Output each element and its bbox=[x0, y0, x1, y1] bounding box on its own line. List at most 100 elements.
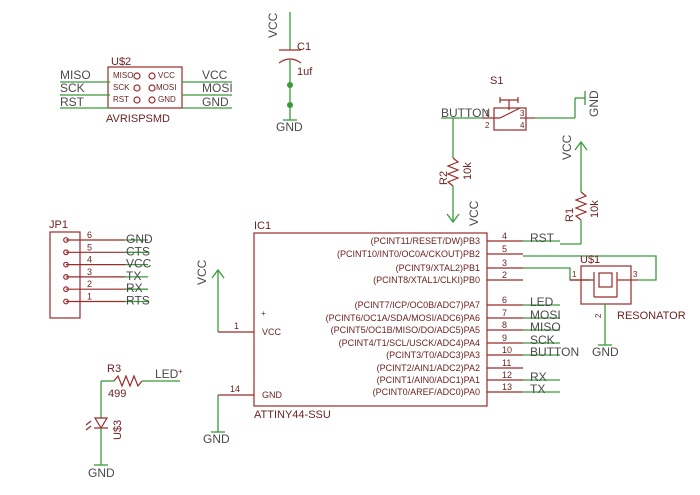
jp1-pin-2: 2 bbox=[87, 279, 92, 289]
resistor-r3: R3 499 LED + bbox=[101, 363, 183, 400]
ic1-pin-3-name: (PCINT9/XTAL2)PB1 bbox=[396, 263, 480, 273]
r3-net-label: LED bbox=[155, 367, 179, 381]
u1-part: RESONATOR bbox=[617, 310, 686, 322]
jp1-pin-4: 4 bbox=[87, 255, 92, 265]
ic1-pin-2-num: 2 bbox=[502, 270, 507, 280]
jp1-net-2: VCC bbox=[126, 257, 152, 271]
ic1-vcc-label: VCC bbox=[195, 259, 209, 285]
ic1-pin-11-num: 11 bbox=[502, 358, 511, 368]
r1-vcc-label: VCC bbox=[560, 134, 574, 160]
ic1-pin-7-name: (PCINT6/OC1A/SDA/MOSI/ADC6)PA6 bbox=[326, 313, 480, 323]
ic1-net-4: RST bbox=[530, 231, 555, 245]
ic1-net-7: MOSI bbox=[530, 308, 561, 322]
isp-pin-gnd: GND bbox=[158, 95, 176, 104]
jp1-net-3: TX bbox=[126, 269, 141, 283]
u1-name: U$1 bbox=[580, 254, 600, 266]
s1-pin1: 1 bbox=[485, 109, 490, 118]
jp1-pin-5: 5 bbox=[87, 242, 92, 252]
ic1-pin14-num: 14 bbox=[230, 384, 240, 394]
avrisp-header: U$2 AVRISPSMD MISO SCK RST MISO SCK RST … bbox=[60, 56, 233, 125]
ic1-pin-4-name: (PCINT11/RESET/DW)PB3 bbox=[371, 236, 480, 246]
jp1-net-5: RTS bbox=[126, 294, 150, 308]
jp1-pin-1: 1 bbox=[87, 292, 92, 302]
led-u3: U$3 GND bbox=[85, 381, 124, 480]
ic1-pin-6-num: 6 bbox=[502, 295, 507, 305]
jp1-net-0: GND bbox=[126, 232, 153, 246]
r1-value: 10k bbox=[589, 200, 601, 218]
ic1-net-8: MISO bbox=[530, 320, 561, 334]
ic1-net-10: BUTTON bbox=[530, 345, 579, 359]
ic1-pin-8-name: (PCINT5/OC1B/MISO/DO/ADC5)PA5 bbox=[331, 325, 480, 335]
ic1-plus: + bbox=[261, 309, 266, 318]
ic1-pin-10-num: 10 bbox=[502, 345, 512, 355]
ic1-pin-7-num: 7 bbox=[502, 308, 507, 318]
s1-name: S1 bbox=[490, 75, 503, 87]
jp1-net-1: CTS bbox=[126, 244, 150, 258]
jp1-name: JP1 bbox=[49, 219, 68, 231]
ic1-pin-3-num: 3 bbox=[502, 258, 507, 268]
s1-pin3: 3 bbox=[520, 109, 525, 118]
isp-pin-vcc: VCC bbox=[158, 71, 175, 80]
u3-gnd-label: GND bbox=[88, 466, 115, 480]
jp1-net-4: RX bbox=[126, 281, 143, 295]
c1-gnd-label: GND bbox=[276, 120, 303, 134]
ic1-pin-8-num: 8 bbox=[502, 320, 507, 330]
u1-gnd-label: GND bbox=[592, 345, 619, 359]
s1-pin2: 2 bbox=[485, 121, 490, 130]
r2-name: R2 bbox=[438, 171, 450, 185]
isp-net-miso: MISO bbox=[60, 68, 91, 82]
isp-pin-rst: RST bbox=[113, 95, 129, 104]
u1-pin2: 2 bbox=[594, 313, 603, 318]
u3-name: U$3 bbox=[112, 420, 124, 440]
ic1-net-13: TX bbox=[530, 382, 545, 396]
ic1-pin-2-name: (PCINT8/XTAL1/CLKI)PB0 bbox=[373, 275, 480, 285]
ic1-pin-12-name: (PCINT1/AIN0/ADC1)PA1 bbox=[377, 375, 480, 385]
ic1-pin-6-name: (PCINT7/ICP/OC0B/ADC7)PA7 bbox=[355, 300, 480, 310]
ic1-pin14-name: GND bbox=[262, 390, 283, 400]
r1-name: R1 bbox=[564, 208, 576, 222]
isp-pin-miso: MISO bbox=[113, 71, 133, 80]
ic1-pin-13-name: (PCINT0/AREF/ADC0)PA0 bbox=[373, 387, 480, 397]
ic1-net-12: RX bbox=[530, 370, 547, 384]
resistor-r1: VCC R1 10k bbox=[560, 134, 601, 240]
ic1-net-9: SCK bbox=[530, 333, 555, 347]
jp1-pin-3: 3 bbox=[87, 267, 92, 277]
r3-name: R3 bbox=[107, 363, 121, 375]
switch-s1: S1 BUTTON 1 2 3 4 GND bbox=[441, 75, 601, 131]
ic1-pin-5-name: (PCINT10/INT0/OC0A/CKOUT)PB2 bbox=[337, 249, 480, 259]
capacitor-c1: VCC C1 1uf GND bbox=[266, 12, 313, 134]
r3-value: 499 bbox=[108, 388, 126, 400]
resistor-r2: R2 10k VCC bbox=[438, 118, 481, 226]
ic-ic1: IC1 ATTINY44-SSU + 1 VCC VCC 14 GND GND … bbox=[195, 220, 579, 446]
ic1-pin-13-num: 13 bbox=[502, 382, 512, 392]
isp-net-mosi: MOSI bbox=[202, 81, 233, 95]
r2-vcc-label: VCC bbox=[467, 200, 481, 226]
r3-net-plus: + bbox=[178, 367, 183, 376]
isp-net-vcc: VCC bbox=[202, 68, 228, 82]
ic1-part: ATTINY44-SSU bbox=[254, 409, 331, 421]
u1-pin3: 3 bbox=[633, 270, 638, 279]
ic1-pin1-name: VCC bbox=[262, 327, 282, 337]
ic1-pin-5-num: 5 bbox=[502, 244, 507, 254]
c1-value: 1uf bbox=[297, 66, 313, 78]
ic1-pin1-num: 1 bbox=[234, 321, 239, 331]
isp-part: AVRISPSMD bbox=[106, 113, 170, 125]
c1-vcc-label: VCC bbox=[266, 12, 280, 38]
s1-pin4: 4 bbox=[520, 121, 525, 130]
isp-name: U$2 bbox=[111, 56, 131, 68]
ic1-pin-4-num: 4 bbox=[502, 231, 507, 241]
r2-value: 10k bbox=[462, 162, 474, 180]
isp-pin-sck: SCK bbox=[113, 83, 130, 92]
ic1-pin-11-name: (PCINT2/AIN1/ADC2)PA2 bbox=[377, 363, 480, 373]
u1-pin1: 1 bbox=[572, 270, 577, 279]
header-jp1: JP1 6 GND 5 CTS 4 VCC 3 TX 2 RX 1 RTS bbox=[49, 219, 153, 319]
ic1-pin-9-name: (PCINT4/T1/SCL/USCK/ADC4)PA4 bbox=[339, 338, 480, 348]
isp-net-sck: SCK bbox=[60, 81, 85, 95]
isp-pin-mosi: MOSI bbox=[156, 83, 176, 92]
s1-gnd-label: GND bbox=[587, 90, 601, 117]
ic1-pin-12-num: 12 bbox=[502, 370, 512, 380]
jp1-pin-6: 6 bbox=[87, 230, 92, 240]
s1-net-label: BUTTON bbox=[441, 106, 490, 120]
resonator-u1: U$1 1 2 3 RESONATOR GND bbox=[570, 254, 686, 359]
